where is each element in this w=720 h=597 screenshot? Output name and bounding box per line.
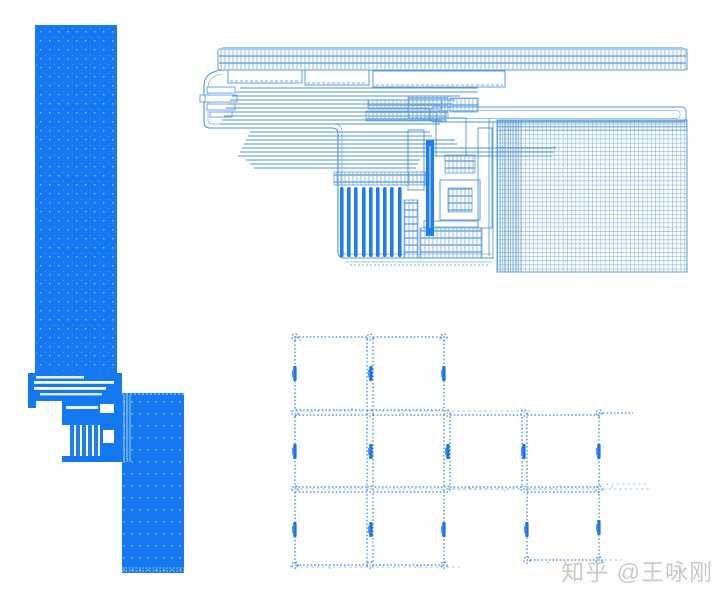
panel-square: [526, 491, 600, 561]
watermark-text: 知乎 @王咏刚: [561, 559, 713, 585]
panel-speckles: [299, 339, 613, 569]
panel-hinge-marks: [292, 366, 601, 537]
panel-square: [526, 414, 600, 488]
panel-square: [372, 491, 445, 566]
top-layout: [199, 47, 688, 273]
left-solid-bar: [35, 25, 117, 374]
left-assembly: [28, 25, 184, 573]
panel-square: [372, 414, 445, 488]
top-cell-band: [217, 47, 688, 71]
under-band-boxes: [227, 69, 506, 88]
panel-square: [294, 336, 368, 411]
panel-square: [294, 414, 368, 488]
watermark: 知乎 @王咏刚: [561, 561, 713, 584]
bus-bundle-a: [220, 87, 478, 125]
left-pin-cluster: [199, 86, 238, 118]
bus-bundle-b: [238, 131, 556, 169]
large-crosshatch-block: [496, 52, 688, 273]
long-routing-slot: [429, 106, 687, 123]
left-lower-bar: [122, 393, 184, 573]
panel-square: [294, 491, 368, 566]
mini-comb: [70, 424, 98, 461]
panel-grid-extensions: [290, 410, 650, 568]
left-connector-block: [28, 373, 122, 462]
finger-comb: [333, 171, 427, 257]
panel-grid: [290, 333, 650, 569]
panel-square: [372, 336, 445, 411]
dense-core: [403, 95, 494, 259]
panel-square: [449, 414, 523, 488]
